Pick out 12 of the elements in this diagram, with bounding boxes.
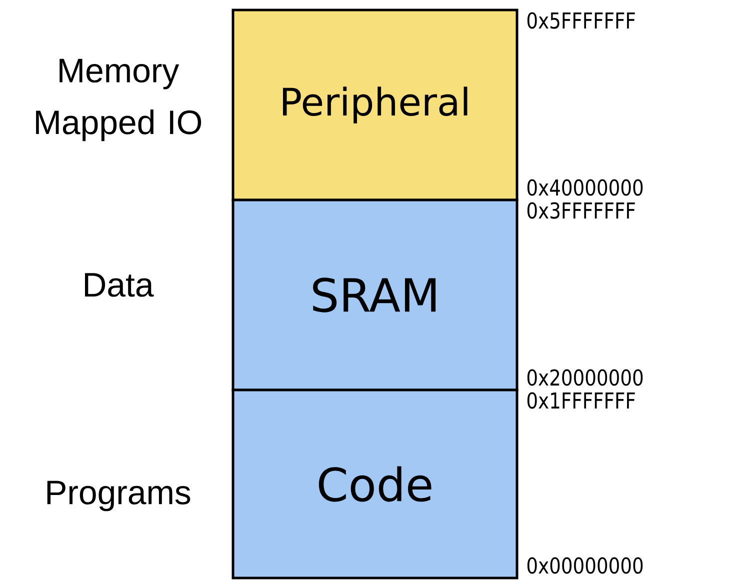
memory-region-box: Peripheral — [232, 8, 518, 202]
region-label: Memory Mapped IO — [36, 58, 202, 142]
memory-region-box: SRAM — [232, 198, 518, 392]
address-label: 0x20000000 — [527, 369, 643, 386]
memory-region-box: Code — [232, 388, 518, 580]
address-label: 0x40000000 — [527, 179, 643, 196]
region-label: Programs — [47, 480, 190, 512]
address-label: 0x3FFFFFFF — [527, 202, 635, 219]
address-label: 0x1FFFFFFF — [527, 392, 635, 409]
region-label: Data — [85, 273, 154, 297]
address-label: 0x00000000 — [527, 557, 643, 574]
address-label: 0x5FFFFFFF — [527, 12, 635, 29]
